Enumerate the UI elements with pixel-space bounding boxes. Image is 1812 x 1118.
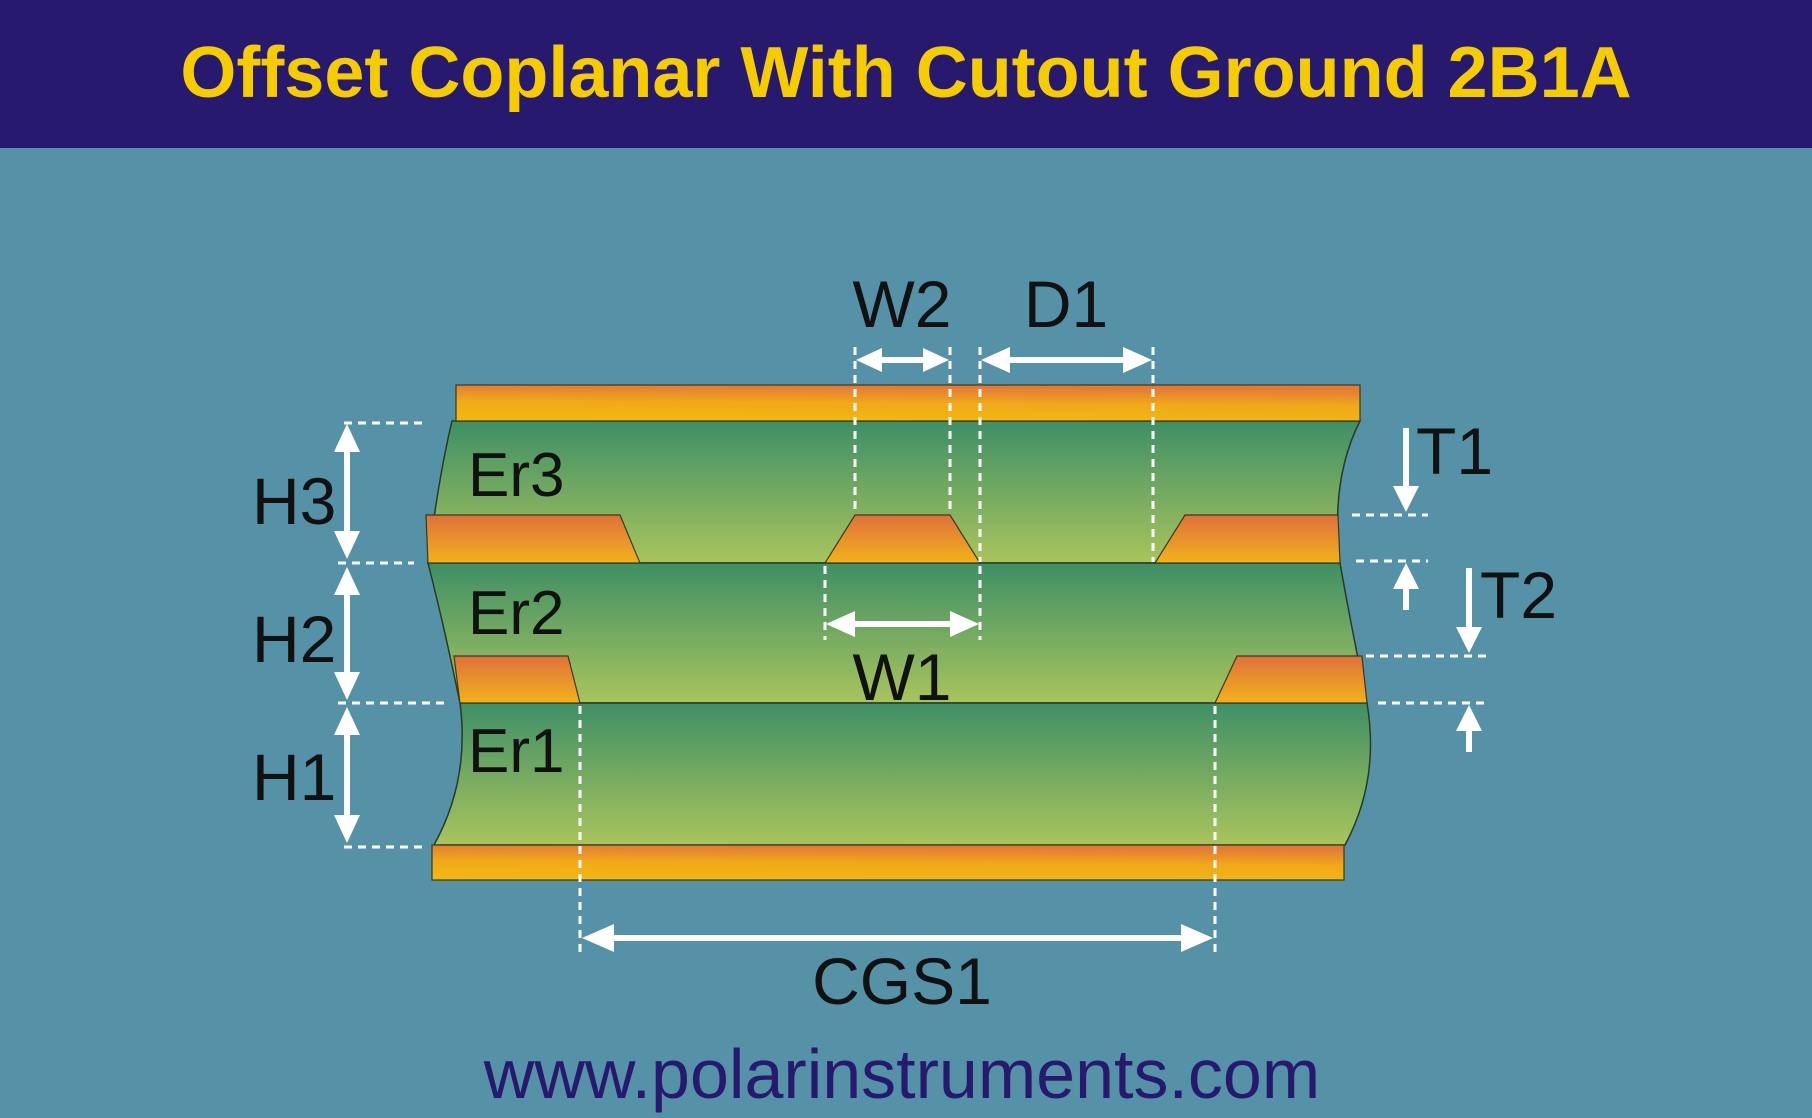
signal-trace <box>823 514 982 564</box>
upper-right-coplanar-ground <box>1153 514 1341 564</box>
label-h2: H2 <box>252 602 336 676</box>
label-er2: Er2 <box>468 579 564 648</box>
w1-dimension-arrow <box>826 611 979 637</box>
t1-dimension-arrows <box>1393 428 1419 610</box>
diagram-title: Offset Coplanar With Cutout Ground 2B1A <box>180 33 1631 113</box>
cgs1-dimension-arrow <box>582 924 1213 952</box>
label-h3: H3 <box>252 464 336 538</box>
label-t1: T1 <box>1416 414 1493 488</box>
label-w1: W1 <box>853 640 952 714</box>
title-bar <box>0 0 1812 148</box>
t2-dimension-arrows <box>1456 568 1482 752</box>
label-d1: D1 <box>1024 267 1108 341</box>
bottom-ground-plane <box>431 844 1345 881</box>
lower-right-cutout-ground <box>1214 655 1368 704</box>
upper-left-coplanar-ground <box>425 514 641 564</box>
w2-dimension-arrow <box>856 348 949 372</box>
label-w2: W2 <box>853 267 952 341</box>
h3-dimension-arrow <box>334 424 360 559</box>
label-er1: Er1 <box>468 717 564 786</box>
lower-left-cutout-ground <box>453 655 581 704</box>
label-cgs1: CGS1 <box>812 944 992 1018</box>
d1-dimension-arrow <box>981 347 1152 373</box>
h1-dimension-arrow <box>334 707 360 843</box>
dielectric-er1 <box>432 702 1372 846</box>
label-er3: Er3 <box>468 441 564 510</box>
top-ground-plane <box>455 384 1361 422</box>
label-t2: T2 <box>1480 558 1557 632</box>
h2-dimension-arrow <box>334 567 360 700</box>
extension-lines <box>338 347 1486 958</box>
label-h1: H1 <box>252 740 336 814</box>
website-url: www.polarinstruments.com <box>483 1035 1320 1113</box>
